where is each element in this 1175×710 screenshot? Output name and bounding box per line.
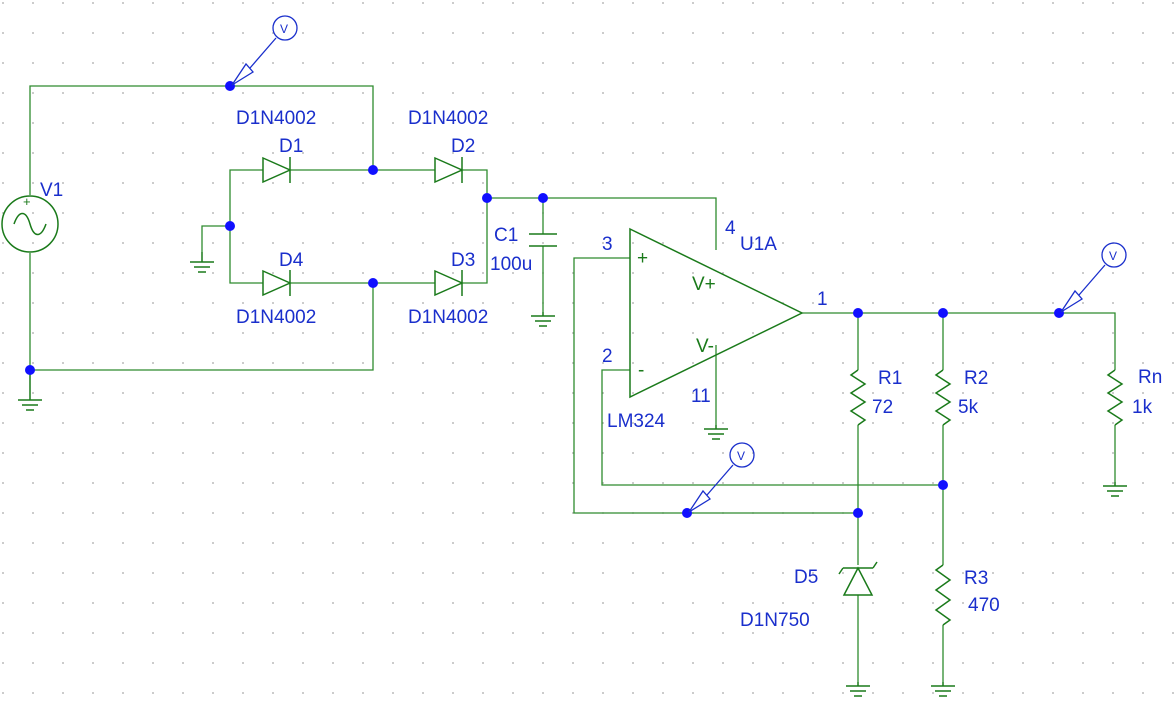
r2-ref: R2	[964, 368, 988, 389]
junction-dot	[538, 193, 548, 203]
diode-d1[interactable]: D1N4002 D1	[236, 108, 316, 184]
zener-d5[interactable]: D5 D1N750	[740, 561, 878, 631]
ground-icon	[18, 370, 42, 411]
resistor-r1[interactable]: R1 72	[849, 368, 902, 426]
sine-wave-icon	[13, 212, 47, 236]
voltage-probe-2[interactable]: V	[1060, 242, 1127, 313]
junction-dot	[853, 508, 863, 518]
ground-icon	[704, 425, 728, 440]
wire-top-ac	[29, 85, 374, 195]
opamp-pin-1: 1	[817, 289, 828, 310]
junction-dot	[938, 308, 948, 318]
probe-arrow-icon	[231, 37, 277, 86]
resistor-r3[interactable]: R3 470	[934, 564, 1000, 626]
c1-ref: C1	[494, 225, 518, 246]
opamp-ref: U1A	[740, 234, 777, 255]
wire-gnd-bridge	[201, 225, 230, 252]
r1-ref: R1	[878, 368, 902, 389]
junction-dot	[938, 480, 948, 490]
r2-value: 5k	[958, 397, 979, 418]
junction-dot	[225, 221, 235, 231]
d3-ref: D3	[451, 250, 475, 271]
capacitor-c1[interactable]: C1 100u	[490, 225, 557, 275]
diode-d3[interactable]: D3 D1N4002	[408, 250, 488, 328]
opamp-vminus: V-	[696, 336, 714, 357]
ground-icon	[531, 312, 555, 327]
ground-icon	[931, 682, 955, 697]
probe-label: V	[1109, 249, 1117, 263]
d1-ref: D1	[279, 136, 303, 157]
probe-arrow-icon	[688, 464, 734, 513]
c1-value: 100u	[490, 254, 532, 275]
junction-dot	[853, 308, 863, 318]
junctions	[25, 81, 1064, 518]
r3-value: 470	[968, 595, 1000, 616]
wire-opamp-in-plus	[573, 257, 858, 514]
opamp-pin-3: 3	[602, 234, 613, 255]
v1-ref: V1	[40, 180, 63, 201]
wire-output	[802, 312, 1116, 370]
diode-d4[interactable]: D4 D1N4002	[236, 250, 316, 328]
probe-label: V	[737, 449, 745, 463]
wires	[29, 85, 1116, 682]
resistor-rn[interactable]: Rn 1k	[1106, 367, 1162, 426]
diode-d2[interactable]: D1N4002 D2	[408, 108, 488, 184]
opamp-pin-2: 2	[602, 346, 613, 367]
opamp-pin-11: 11	[691, 386, 711, 407]
d2-ref: D2	[451, 136, 475, 157]
d2-part: D1N4002	[408, 108, 488, 129]
ground-icon	[846, 682, 870, 697]
opamp-vplus: V+	[692, 274, 716, 295]
opamp-part: LM324	[607, 411, 666, 432]
ground-icon	[1103, 482, 1127, 497]
opamp-u1a[interactable]: + - V+ V- 3 2 1 4 11 U1A LM324	[602, 218, 828, 432]
opamp-pin-4: 4	[725, 218, 736, 239]
junction-dot	[368, 165, 378, 175]
wire-opamp-in-minus	[601, 369, 943, 486]
d1-part: D1N4002	[236, 108, 316, 129]
r1-value: 72	[872, 397, 893, 418]
r3-ref: R3	[964, 568, 988, 589]
opamp-minus-sign: -	[638, 360, 644, 381]
rn-ref: Rn	[1138, 367, 1162, 388]
junction-dot	[368, 278, 378, 288]
voltage-probe-1[interactable]: V	[231, 15, 298, 86]
probe-arrow-icon	[1060, 264, 1106, 313]
voltage-probe-3[interactable]: V	[688, 442, 755, 513]
source-v1[interactable]: + V1	[1, 180, 63, 253]
d5-part: D1N750	[740, 610, 810, 631]
ground-icon	[190, 252, 214, 273]
resistor-r2[interactable]: R2 5k	[934, 368, 988, 426]
v1-plus-sign: +	[23, 194, 31, 209]
d3-part: D1N4002	[408, 307, 488, 328]
d5-ref: D5	[794, 567, 818, 588]
junction-dot	[25, 365, 35, 375]
wire-right-node	[462, 169, 488, 284]
rn-value: 1k	[1132, 397, 1153, 418]
wire-dc-bus	[487, 197, 717, 250]
ground-symbols	[18, 252, 1127, 697]
opamp-plus-sign: +	[637, 248, 648, 269]
d4-part: D1N4002	[236, 307, 316, 328]
opamp-triangle	[629, 227, 804, 399]
probe-label: V	[280, 22, 288, 36]
d4-ref: D4	[279, 250, 304, 271]
junction-dot	[482, 193, 492, 203]
ac-source-symbol	[1, 195, 59, 253]
wire-bottom-ac	[29, 253, 374, 371]
